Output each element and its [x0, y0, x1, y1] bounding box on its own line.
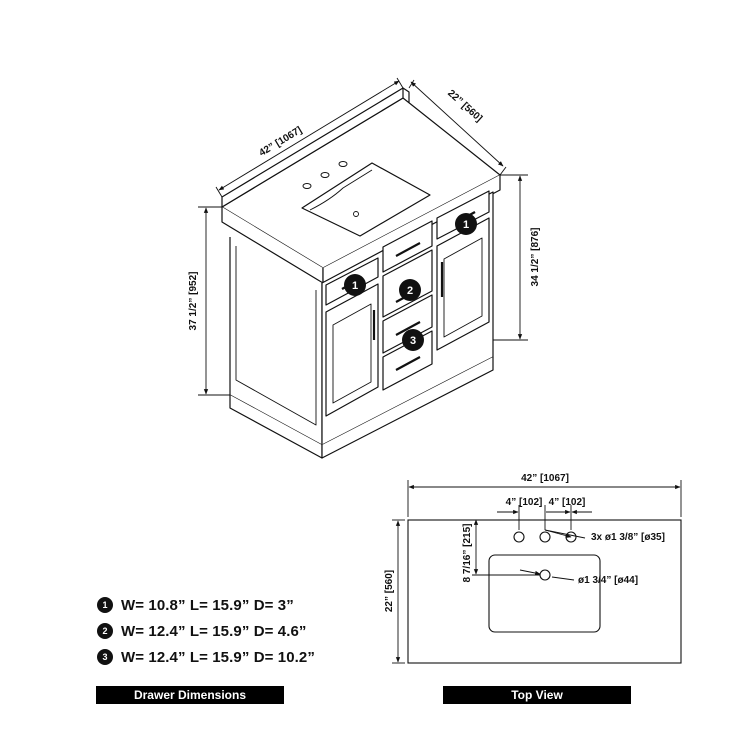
- drawer-center-top: [382, 220, 433, 273]
- legend-badge-1: 1: [97, 597, 113, 613]
- legend-row-1: 1 W= 10.8” L= 15.9” D= 3”: [97, 594, 294, 616]
- top-view: [407, 519, 682, 664]
- legend-text-2: W= 12.4” L= 15.9” D= 4.6”: [121, 622, 307, 640]
- drain-label: ø1 3/4” [ø44]: [578, 575, 638, 586]
- top-spacing-right-label: 4” [102]: [549, 497, 586, 508]
- callout-drawer-left: 1: [344, 274, 366, 296]
- sink-basin-outline: [488, 554, 601, 633]
- svg-text:3: 3: [410, 335, 416, 347]
- top-width-label: 42” [1067]: [521, 473, 569, 484]
- top-view-dimensions: [392, 480, 682, 664]
- legend-text-3: W= 12.4” L= 15.9” D= 10.2”: [121, 648, 315, 666]
- iso-total-height-label: 37 1/2” [952]: [188, 272, 199, 331]
- legend-badge-2: 2: [97, 623, 113, 639]
- faucet-hole-center: [539, 531, 551, 543]
- top-view-banner: Top View: [443, 686, 631, 704]
- top-spacing-left-label: 4” [102]: [506, 497, 543, 508]
- legend-row-3: 3 W= 12.4” L= 15.9” D= 10.2”: [97, 646, 315, 668]
- top-depth-label: 22” [560]: [384, 570, 395, 612]
- legend-row-2: 2 W= 12.4” L= 15.9” D= 4.6”: [97, 620, 307, 642]
- faucet-holes-label: 3x ø1 3/8” [ø35]: [591, 532, 665, 543]
- iso-callouts: 1 2 1 3: [344, 213, 477, 351]
- sink-offset-label: 8 7/16” [215]: [462, 524, 473, 583]
- svg-text:1: 1: [352, 280, 358, 292]
- legend-badge-3: 3: [97, 649, 113, 665]
- countertop-outline: [407, 519, 682, 664]
- callout-drawer-center: 2: [399, 279, 421, 301]
- svg-text:1: 1: [463, 219, 469, 231]
- callout-drawer-right: 1: [455, 213, 477, 235]
- isometric-view: [221, 87, 501, 459]
- iso-dimensions: [198, 77, 528, 396]
- iso-cabinet-height-label: 34 1/2” [876]: [530, 228, 541, 287]
- legend-text-1: W= 10.8” L= 15.9” D= 3”: [121, 596, 294, 614]
- drawer-center-3: [382, 294, 433, 354]
- callout-drawer-bottom: 3: [402, 329, 424, 351]
- faucet-hole-left: [513, 531, 525, 543]
- svg-text:2: 2: [407, 285, 413, 297]
- drawer-dimensions-banner: Drawer Dimensions: [96, 686, 284, 704]
